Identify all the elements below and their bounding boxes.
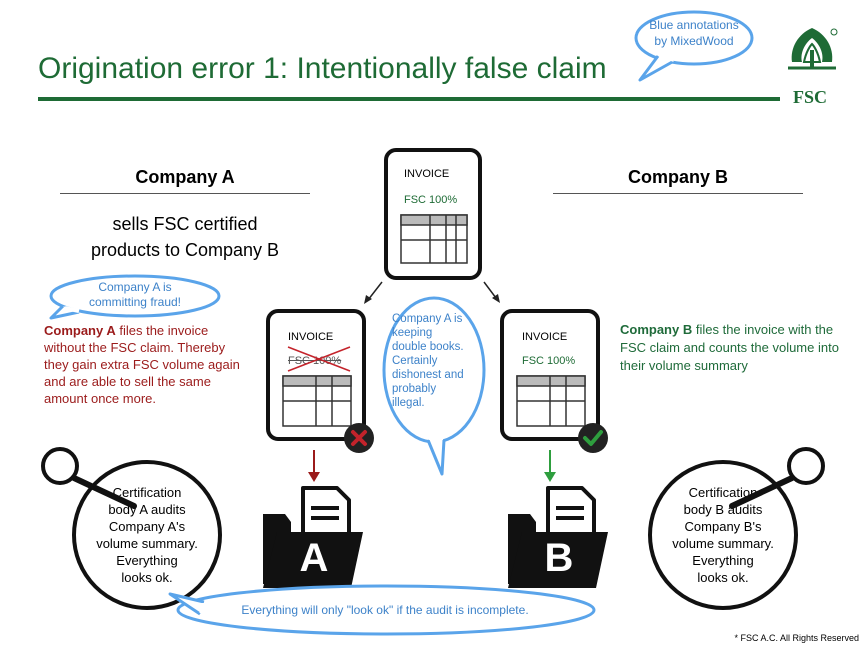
folder-a-letter: A xyxy=(299,536,329,580)
invoice-top-label: INVOICE xyxy=(404,168,450,180)
invoice-b: INVOICE FSC 100% xyxy=(500,309,600,441)
invoice-b-claim: FSC 100% xyxy=(522,355,576,367)
invoice-a: INVOICE FSC 100% xyxy=(266,309,366,441)
folder-b-letter: B xyxy=(544,536,574,580)
strike-cross-icon xyxy=(287,346,351,372)
invoice-top-table xyxy=(400,214,468,264)
company-b-title: Company B xyxy=(627,167,728,187)
annotation-bubble-top xyxy=(634,10,754,82)
arrow-down-red-icon xyxy=(308,450,320,482)
invoice-a-label: INVOICE xyxy=(288,331,334,343)
page-title: Origination error 1: Intentionally false… xyxy=(38,52,607,85)
magnifier-b-icon xyxy=(729,447,825,509)
bottom-note-text: Everything will only "look ok" if the au… xyxy=(241,603,529,617)
company-a-desc-bold: Company A xyxy=(44,323,116,338)
arrow-down-green-icon xyxy=(544,450,556,482)
fraud-note-bubble xyxy=(49,274,221,320)
company-a-desc-rest: files the invoice without the FSC claim.… xyxy=(44,323,240,406)
audit-a-text: Certification body A audits Company A's … xyxy=(96,485,198,585)
company-a-sells-text: sells FSC certified products to Company … xyxy=(90,214,280,260)
invoice-top: INVOICE FSC 100% xyxy=(384,148,482,280)
split-arrows xyxy=(364,281,500,304)
invoice-top-claim: FSC 100% xyxy=(404,194,458,206)
invoice-b-table xyxy=(516,375,586,427)
invoice-a-table xyxy=(282,375,352,427)
fsc-logo-text: FSC xyxy=(792,87,827,107)
title-underline xyxy=(38,97,780,101)
reject-x-icon xyxy=(344,423,374,453)
audit-circle-b: Certification body B audits Company B's … xyxy=(648,460,798,610)
fsc-tree-logo-icon xyxy=(788,28,838,70)
fraud-note-text: Company A is committing fraud! xyxy=(88,280,182,309)
company-b-description: Company B files the invoice with the FSC… xyxy=(620,321,850,375)
folder-a-icon xyxy=(263,486,363,588)
company-b-desc-rest: files the invoice with the FSC claim and… xyxy=(620,322,839,373)
annotation-text-top: Blue annotations by MixedWood xyxy=(649,18,739,48)
folder-b-icon xyxy=(508,486,608,588)
double-books-bubble xyxy=(382,296,486,476)
company-b-divider xyxy=(553,193,803,194)
company-a-divider xyxy=(60,193,310,194)
company-b-desc-bold: Company B xyxy=(620,322,693,337)
copyright-footer: * FSC A.C. All Rights Reserved xyxy=(734,633,859,643)
magnifier-a-icon xyxy=(41,447,137,509)
invoice-b-label: INVOICE xyxy=(522,331,568,343)
company-a-title: Company A xyxy=(135,167,235,187)
audit-circle-a: Certification body A audits Company A's … xyxy=(72,460,222,610)
company-a-description: Company A files the invoice without the … xyxy=(44,322,244,407)
double-books-text: Company A is keeping double books. Certa… xyxy=(392,313,464,409)
approve-check-icon xyxy=(578,423,608,453)
bottom-note-bubble xyxy=(168,584,596,636)
